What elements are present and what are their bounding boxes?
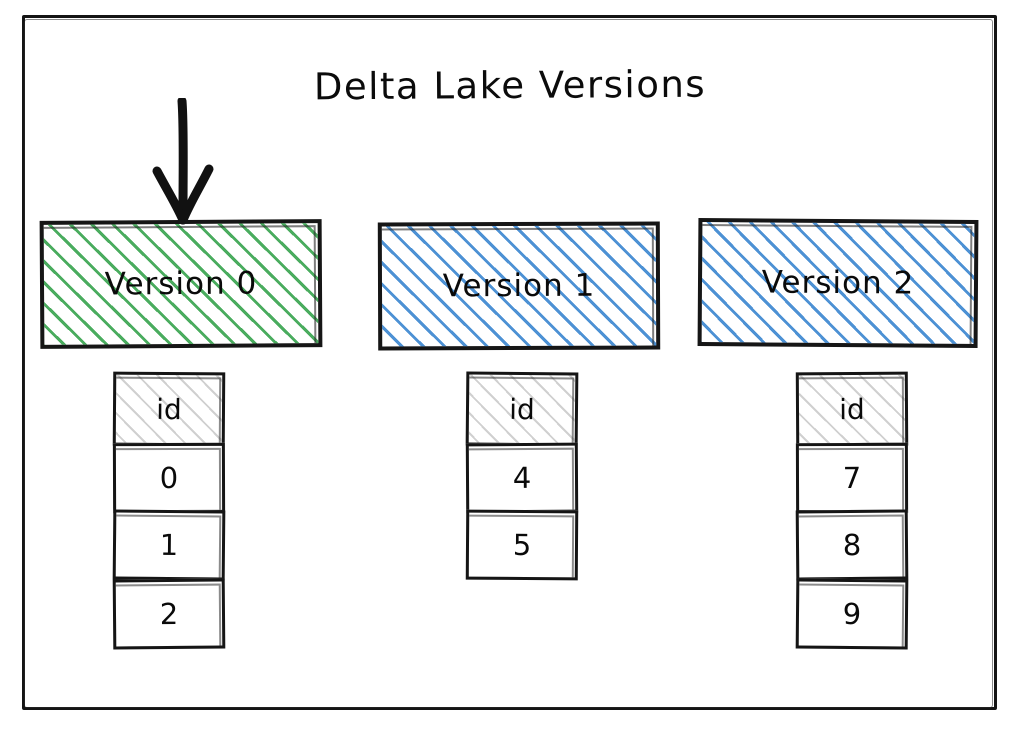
cell-value: 5 bbox=[512, 527, 532, 563]
table-version-2: id 7 8 9 bbox=[795, 371, 909, 650]
cell-value: 0 bbox=[159, 460, 179, 496]
cell-value: 8 bbox=[842, 527, 862, 563]
cell-value: 9 bbox=[842, 596, 862, 632]
table-row: 8 bbox=[795, 509, 909, 581]
version-box-1[interactable]: Version 1 bbox=[377, 221, 661, 351]
table-row: 5 bbox=[465, 509, 579, 581]
table-row: 7 bbox=[795, 442, 909, 514]
version-box-2[interactable]: Version 2 bbox=[697, 218, 979, 348]
table-version-0: id 0 1 2 bbox=[112, 371, 226, 650]
table-header-cell: id bbox=[795, 371, 909, 447]
cell-value: 4 bbox=[512, 460, 532, 496]
table-row: 4 bbox=[465, 442, 579, 514]
outer-frame bbox=[22, 15, 997, 710]
column-header-label: id bbox=[509, 392, 535, 426]
version-box-label: Version 1 bbox=[442, 267, 596, 305]
table-row: 1 bbox=[112, 509, 226, 581]
table-row: 9 bbox=[795, 578, 909, 650]
version-box-0[interactable]: Version 0 bbox=[39, 219, 323, 349]
table-version-1: id 4 5 bbox=[465, 371, 579, 581]
version-box-label: Version 0 bbox=[104, 265, 258, 303]
table-header-cell: id bbox=[465, 371, 579, 447]
cell-value: 1 bbox=[159, 527, 179, 563]
table-row: 2 bbox=[112, 578, 226, 650]
column-header-label: id bbox=[156, 392, 182, 426]
cell-value: 7 bbox=[842, 460, 862, 496]
version-box-label: Version 2 bbox=[761, 264, 915, 302]
table-row: 0 bbox=[112, 442, 226, 514]
cell-value: 2 bbox=[159, 596, 179, 632]
down-arrow-icon bbox=[148, 96, 218, 226]
column-header-label: id bbox=[839, 392, 865, 426]
table-header-cell: id bbox=[112, 371, 226, 447]
